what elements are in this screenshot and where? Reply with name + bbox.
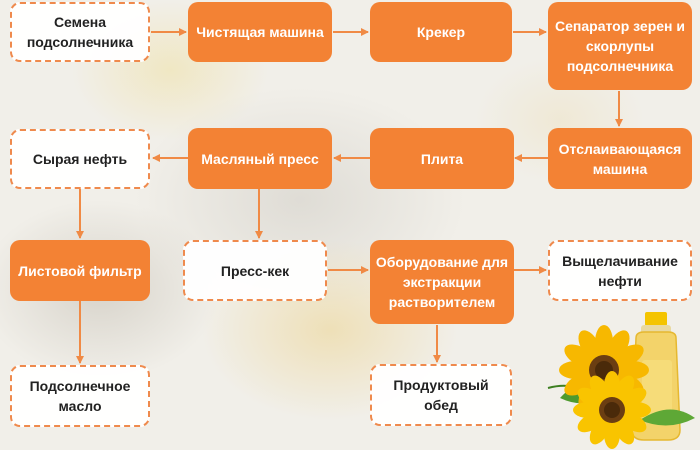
- node-press-cake: Пресс-кек: [183, 240, 327, 301]
- node-crude-oil: Сырая нефть: [10, 129, 150, 189]
- node-seeds: Семена подсолнечника: [10, 2, 150, 62]
- node-dehuller: Отслаивающаяся машина: [548, 128, 692, 189]
- node-cracker: Крекер: [370, 2, 512, 62]
- node-meal: Продуктовый обед: [370, 364, 512, 426]
- node-leaf-filter: Листовой фильтр: [10, 240, 150, 301]
- node-sunflower-oil: Подсолнечное масло: [10, 365, 150, 427]
- node-plate: Плита: [370, 128, 514, 189]
- sunflower-icon: [573, 371, 651, 449]
- node-cleaner: Чистящая машина: [188, 2, 332, 62]
- node-separator: Сепаратор зерен и скорлупы подсолнечника: [548, 2, 692, 90]
- node-leaching: Выщелачивание нефти: [548, 240, 692, 301]
- leaf-icon: [640, 409, 695, 426]
- node-extraction: Оборудование для экстракции растворителе…: [370, 240, 514, 324]
- node-press: Масляный пресс: [188, 128, 332, 189]
